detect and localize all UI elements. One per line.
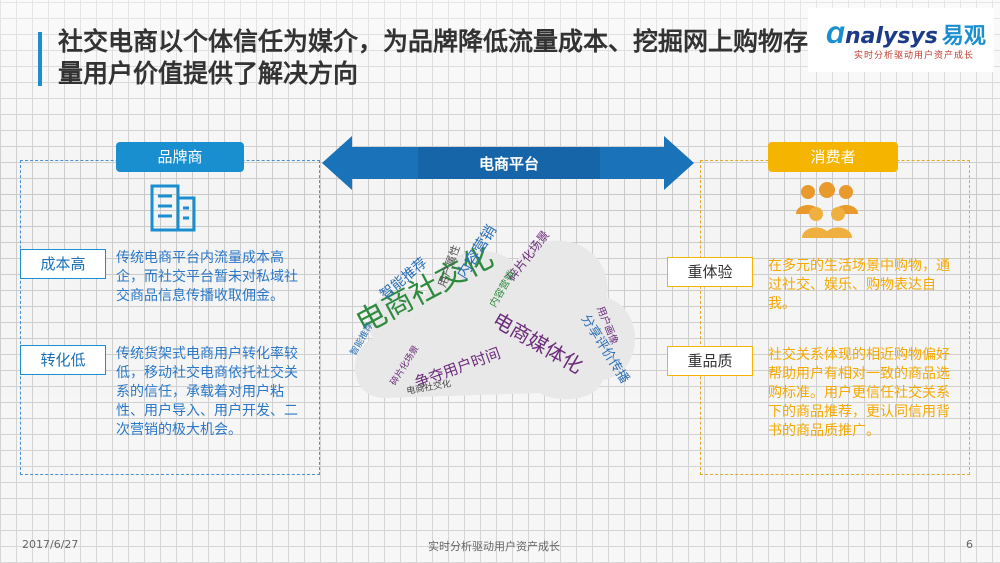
brand-header: 品牌商 <box>116 142 244 172</box>
ecommerce-platform-label: 电商平台 <box>478 155 539 173</box>
building-icon <box>150 184 196 232</box>
quality-label: 重品质 <box>667 346 753 376</box>
consumer-header: 消费者 <box>768 142 898 172</box>
page-number: 6 <box>966 538 973 551</box>
logo-swoosh-icon: Ɑ <box>826 24 845 49</box>
cost-high-label: 成本高 <box>20 249 106 279</box>
group-users-icon <box>796 182 858 238</box>
title-accent-bar <box>38 32 42 86</box>
experience-desc: 在多元的生活场景中购物，通过社交、娱乐、购物表达自我。 <box>768 258 950 312</box>
footer-tagline: 实时分析驱动用户资产成长 <box>428 540 560 553</box>
double-arrow <box>322 136 694 190</box>
cost-high-desc: 传统电商平台内流量成本高企，而社交平台暂未对私域社交商品信息传播收取佣金。 <box>116 250 298 304</box>
conversion-low-desc: 传统货架式电商用户转化率较低，移动社交电商依托社交关系的信任，承载着对用户粘性、… <box>116 346 298 438</box>
experience-label: 重体验 <box>667 257 753 287</box>
word-cloud: 电商社交化 电商媒体化 争夺用户时间 内容营销 智能推荐 用户属性 电商社交化 … <box>347 222 636 400</box>
page-title: 社交电商以个体信任为媒介，为品牌降低流量成本、挖掘网上购物存量用户价值提供了解决… <box>58 27 809 88</box>
footer-date: 2017/6/27 <box>22 538 79 551</box>
conversion-low-label: 转化低 <box>20 345 106 375</box>
quality-desc: 社交关系体现的相近购物偏好帮助用户有相对一致的商品选购标准。用户更信任社交关系下… <box>768 347 950 439</box>
logo-tagline: 实时分析驱动用户资产成长 <box>854 51 975 61</box>
